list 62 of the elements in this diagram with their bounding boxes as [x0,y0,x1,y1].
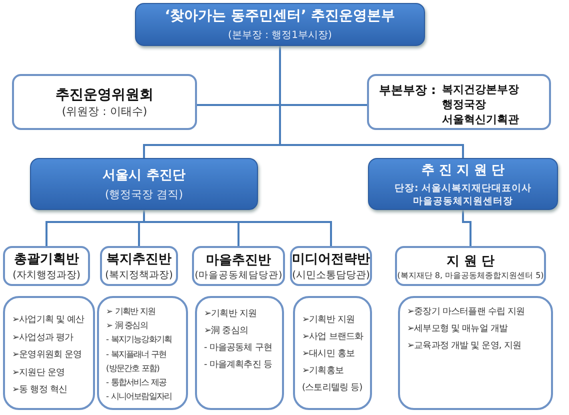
list-item: ➢동 행정 혁신 [12,384,68,397]
list-item: ➢세부모형 및 매뉴얼 개발 [407,323,508,336]
name-list: 복지건강본부장 행정국장 서울혁신기획관 [442,82,538,127]
unit-box [290,246,372,286]
box-subtitle: (시민소통담당관) [292,269,370,282]
deputy-box [367,74,551,130]
list-item: (스토리텔링 등) [302,382,362,395]
list-item: ➢사업 브랜드화 [302,331,364,344]
task-list-box [195,296,284,410]
box-subtitle: (본부장 : 행정1부시장) [228,29,332,42]
list-item: ➢교육과정 개발 및 운영, 지원 [407,340,522,353]
box-title: ‘찾아가는 동주민센터’ 추진운영본부 [164,7,396,25]
list-item: ➢사업성과 평가 [12,332,74,344]
team-box [30,158,258,210]
box-title: 추 진 지 원 단 [421,162,505,178]
list-item: ➢대시민 홍보 [302,348,355,361]
unit-box [3,246,90,286]
unit-box [192,246,285,286]
connector-line [143,210,332,246]
box-subtitle: (복지재단 8, 마을공동체종합지원센터 5) [397,270,544,280]
box-subtitle: (복지정책과장) [105,269,173,282]
box-title: 부본부장 : [379,82,436,99]
task-list-box [3,296,95,410]
box-title: 미디어전략반 [292,251,370,268]
list-item: ➢운영위원회 운영 [12,349,82,362]
box-subtitle: (자치행정과장) [12,269,80,282]
task-list-box [293,296,372,410]
unit-box [100,246,178,286]
list-item: - 복지기능강화기획 [106,333,172,346]
list-item: ➢기획반 지원 [302,314,355,327]
box-title: 마을추진반 [206,252,271,268]
box-subtitle: 단장: 서울시복지재단대표이사 마을공동체지원센터장 [393,182,533,208]
list-item: ➢洞 중심의 [204,324,248,338]
list-item: - 복지플래너 구현 [106,348,166,361]
box-subtitle: (마을공동체담당관) [194,268,282,282]
list-item: ➢중장기 마스터플랜 수립 지원 [407,306,525,319]
connector-line [279,46,464,158]
box-subtitle: (위원장 : 이태수) [62,104,148,118]
list-item: - 마을공동체 구현 [204,342,272,355]
list-item: ➢기획반 지원 [204,308,257,321]
box-subtitle: (행정국장 겸직) [104,187,184,202]
list-item: ➢사업기획 및 예산 [12,314,84,327]
unit-box [395,246,546,286]
task-list-box [97,296,188,410]
header-box [135,3,425,46]
box-title: 서울시 추진단 [102,167,186,184]
box-title: 총괄기획반 [14,251,79,268]
list-item: ➢지원단 운영 [12,366,65,380]
list-item: ➢기획홍보 [302,365,344,378]
committee-box [12,74,197,130]
team-box [368,158,558,210]
box-title: 추진운영위원회 [56,86,154,104]
list-item: ➢ 기획반 지원 [106,305,156,318]
connector-line [462,210,472,246]
box-title: 지 원 단 [446,252,495,270]
list-item: - 통합서비스 제공 [106,376,166,390]
task-list-box [398,296,553,410]
list-item: ➢ 洞 중심의 [106,319,148,332]
list-item: (방문간호 포함) [106,362,160,375]
list-item: - 시니어보람일자리 [106,390,172,404]
list-item: - 마을계획추진 등 [204,359,272,372]
box-title: 복지추진반 [106,251,172,268]
